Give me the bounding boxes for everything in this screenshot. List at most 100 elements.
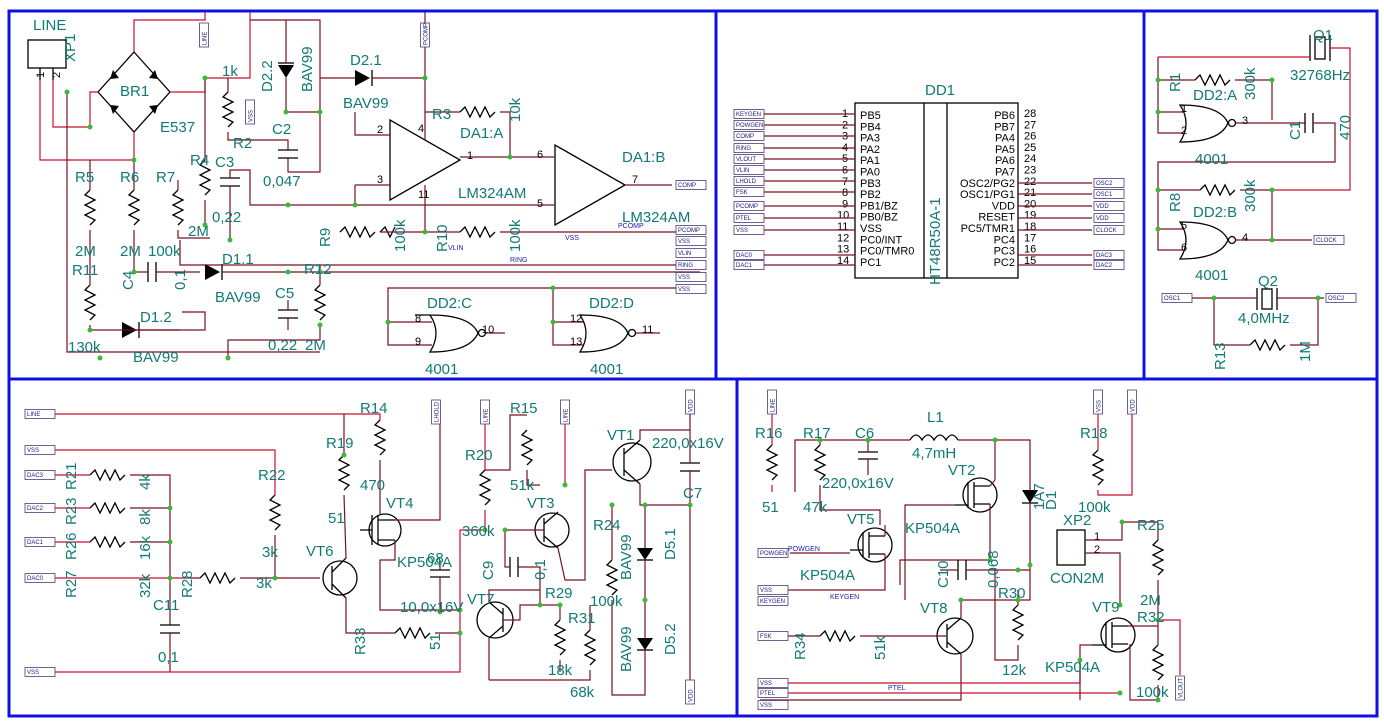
opamp-da1b: [554, 143, 627, 227]
component-label-r7v: 100k: [148, 243, 181, 260]
mcu-pin-number: 22: [1024, 176, 1036, 188]
net-tag-text: FSK: [736, 190, 748, 196]
component-label-l1v: 4,7mH: [912, 445, 956, 462]
mcu-pin-number: 14: [837, 255, 849, 267]
component-label-r28: R28: [179, 570, 196, 598]
resistor-r23: [89, 501, 126, 515]
mcu-pin-name: VSS: [860, 223, 882, 235]
component-label-r21v: 4k: [137, 474, 154, 490]
mcu-pin-name: PC4: [994, 234, 1015, 246]
component-label-r22: R22: [258, 467, 286, 484]
resistor-r3: [459, 105, 496, 119]
mcu-pin-number: 12: [837, 232, 849, 244]
net-tag-text: LHOLD: [435, 401, 441, 422]
component-label-r1: R1: [1167, 73, 1184, 92]
component-label-r30v: 12k: [1002, 662, 1027, 679]
diode-d1-1: [205, 264, 220, 280]
pin-number-p_b5: 5: [1181, 220, 1187, 232]
component-label-vt5: VT5: [847, 511, 875, 528]
component-label-vt1: VT1: [607, 427, 635, 444]
resistor-r21: [89, 468, 126, 482]
net-tag-osc2b: OSC2: [1325, 293, 1357, 303]
component-label-kp504a4: KP504A: [1045, 659, 1100, 676]
resistor-r10: [459, 225, 496, 239]
net-tag-text: PTEL: [736, 216, 752, 222]
component-label-r34v: 51k: [872, 635, 889, 660]
component-label-r18v: 100k: [1078, 499, 1111, 516]
mcu-pin-name: PB6: [994, 110, 1015, 122]
net-tag-text: VSS: [678, 239, 690, 245]
net-tag-text: PTEL: [760, 691, 776, 697]
resistor-r16: [765, 444, 779, 481]
net-tag-dac0: DAC0: [733, 250, 765, 260]
resistor-r8: [1199, 183, 1236, 197]
component-label-dd2c: DD2:C: [427, 295, 472, 312]
component-label-vss: VSS: [565, 235, 579, 242]
mcu-pin-number: 23: [1024, 165, 1036, 177]
component-label-r25: R25: [1137, 517, 1165, 534]
component-label-r16v: 51: [762, 499, 779, 516]
component-label-r13: R13: [1212, 342, 1229, 370]
component-label-dd1: DD1: [925, 82, 955, 99]
component-label-r31v: 68k: [570, 684, 595, 701]
capacitor-c5: [278, 309, 298, 319]
component-label-bav99f: BAV99: [618, 626, 635, 672]
component-label-q2v: 4,0MHz: [1238, 310, 1290, 327]
capacitor-c4: [147, 262, 157, 282]
net-tag-vdd4: VDD: [685, 679, 695, 705]
power-block: [760, 405, 1181, 703]
component-label-c8v: 10,0x16V: [400, 599, 463, 616]
resistor-r15: [520, 429, 534, 466]
diode-d1: [1022, 490, 1038, 503]
sheet-frames: [7, 9, 1379, 718]
component-label-r12: R12: [304, 261, 332, 278]
net-tag-vss3: VSS: [675, 236, 707, 246]
component-label-r19: R19: [326, 435, 354, 452]
component-label-r34: R34: [792, 632, 809, 660]
component-label-c11: C11: [153, 597, 179, 614]
component-label-r23: R23: [63, 497, 80, 525]
component-label-r1v: 300k: [1242, 67, 1259, 100]
net-tag-text: DAC2: [27, 506, 44, 512]
net-tag-text: FSK: [760, 634, 772, 640]
resistor-r17: [813, 444, 827, 481]
component-label-ring: RING: [510, 257, 528, 264]
component-label-ptel: PTEL: [888, 685, 906, 692]
diode-d2-2: [278, 65, 294, 78]
component-label-r26: R26: [63, 532, 80, 560]
pin-number-p_d13: 13: [570, 336, 582, 348]
component-label-dd2d: DD2:D: [589, 295, 634, 312]
component-label-vt6: VT6: [306, 543, 334, 560]
net-tag-text: OSC1: [1164, 296, 1181, 302]
mcu-pin-name: PC3: [994, 246, 1015, 258]
component-label-q1: Q1: [1313, 27, 1333, 44]
component-label-d51: D5.1: [662, 528, 679, 560]
component-label-r23v: 8k: [137, 509, 154, 525]
mcu-pin-name: PA1: [860, 155, 880, 167]
resistor-r7: [171, 189, 185, 226]
component-label-da1b: DA1:B: [622, 149, 665, 166]
net-tag-text: PCOMP: [678, 228, 700, 234]
net-tag-vss9: VSS: [757, 585, 789, 595]
net-tag-lhold2: LHOLD: [431, 399, 441, 425]
mcu-pin-number: 10: [837, 210, 849, 222]
component-label-r5: R5: [75, 169, 94, 186]
component-label-r9v: 100k: [392, 219, 409, 252]
pin-number-p_xp2: 2: [1094, 544, 1100, 556]
component-label-d11: D1.1: [222, 251, 254, 268]
net-tag-text: VSS: [760, 681, 772, 687]
pin-number-p_c9: 9: [415, 336, 421, 348]
component-label-r12v: 2M: [305, 337, 326, 354]
net-tag-text: CLOCK: [1316, 238, 1337, 244]
crystal-q1: [1314, 36, 1326, 60]
net-tag-text: DAC0: [736, 253, 753, 259]
component-label-da1a: DA1:A: [460, 125, 503, 142]
mcu-pin-number: 15: [1024, 255, 1036, 267]
mcu-pin-name: PC2: [994, 257, 1015, 269]
net-tag-text: LINE: [27, 412, 40, 418]
component-label-r13v: 1M: [1297, 341, 1314, 362]
mcu-pin-name: PC1: [860, 257, 881, 269]
component-label-r30: R30: [998, 585, 1026, 602]
component-label-r14v: 470: [360, 477, 385, 494]
